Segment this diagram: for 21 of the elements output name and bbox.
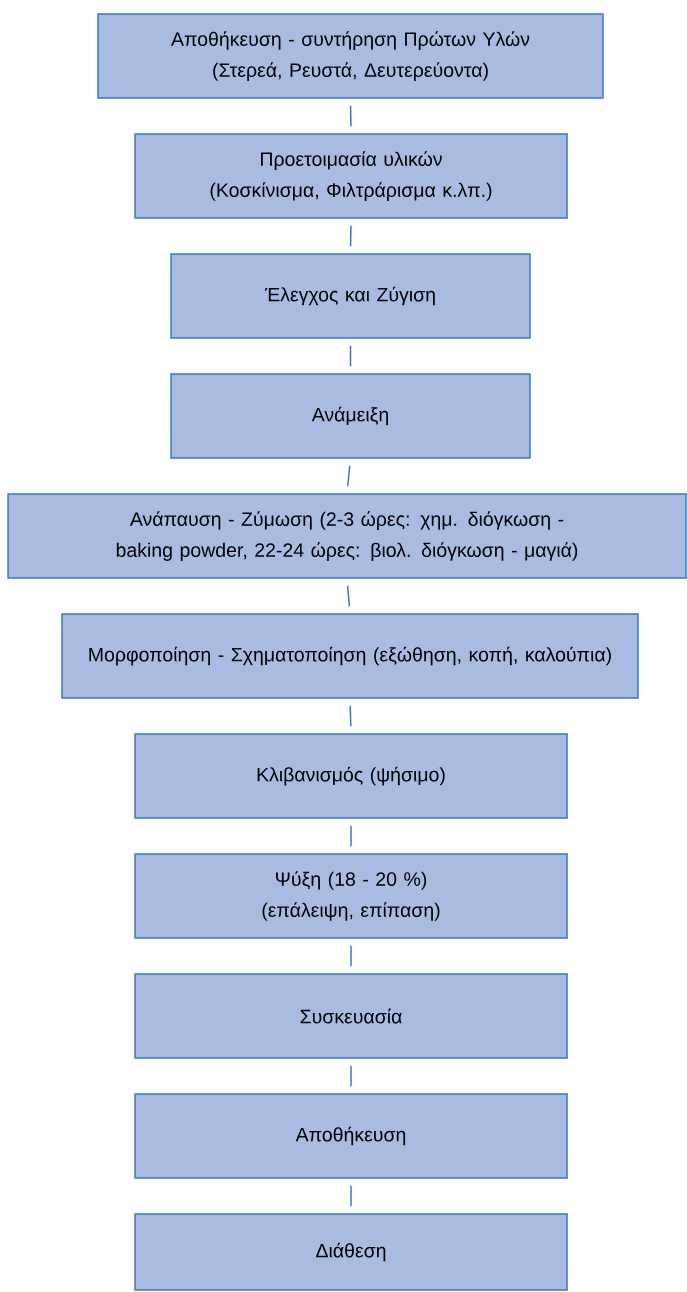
connector-line — [346, 464, 351, 488]
connector-line — [350, 825, 352, 847]
process-box: Αποθήκευση - συντήρηση Πρώτων Υλών (Στερεά, Ρευστά, Δευτερεύοντα) — [97, 13, 604, 99]
process-box: Κλιβανισμός (ψήσιμο) — [134, 733, 568, 819]
process-box: Προετοιμασία υλικών (Κοσκίνισμα, Φιλτράρισμα κ.λπ.) — [134, 133, 568, 219]
process-box: Διάθεση — [134, 1213, 568, 1291]
connector-line — [349, 345, 352, 367]
connector-line — [349, 105, 352, 127]
process-box: Αποθήκευση — [134, 1093, 568, 1179]
connector-line — [350, 1185, 352, 1207]
process-box: Συσκευασία — [134, 973, 568, 1059]
process-box: Έλεγχος και Ζύγιση — [170, 253, 531, 339]
process-box: Μορφοποίηση - Σχηματοποίηση (εξώθηση, κοπή, καλούπια) — [61, 613, 639, 699]
connector-line — [350, 1065, 352, 1087]
process-box: Ψύξη (18 - 20 %) (επάλειψη, επίπαση) — [134, 853, 568, 939]
connector-line — [349, 225, 352, 247]
process-box: Ανάπαυση - Ζύμωση (2-3 ώρες: χημ. διόγκωση - baking powder, 22-24 ώρες: βιολ. διόγκωση - μαγιά) — [7, 493, 687, 579]
connector-line — [349, 705, 352, 727]
process-box: Ανάμειξη — [170, 373, 531, 459]
connector-line — [346, 585, 351, 608]
connector-line — [350, 945, 352, 967]
